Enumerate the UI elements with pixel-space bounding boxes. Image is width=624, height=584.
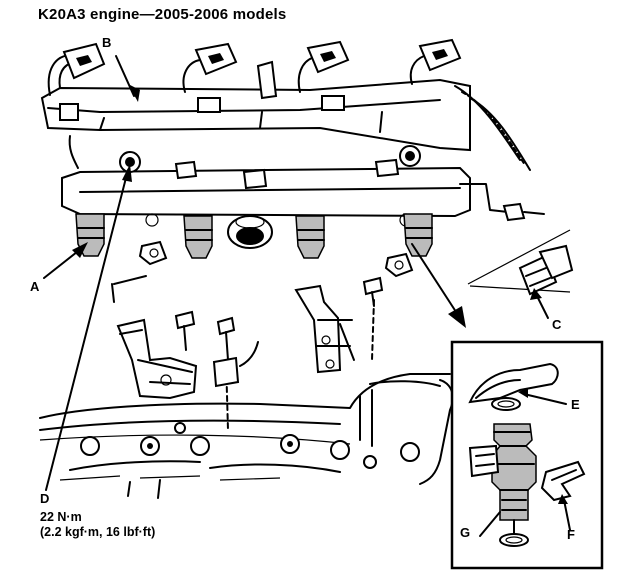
injector-detail-inset <box>450 340 604 570</box>
torque-value: 22 N·m <box>40 510 82 524</box>
harness-brackets <box>116 284 355 400</box>
harness-connectors <box>47 38 531 171</box>
callout-c: C <box>552 317 562 332</box>
callout-g: G <box>460 525 471 540</box>
callout-b: B <box>102 35 112 50</box>
torque-spec: 22 N·m (2.2 kgf·m, 16 lbf·ft) <box>40 510 155 540</box>
diagram-title: K20A3 engine—2005-2006 models <box>38 6 287 23</box>
mounting-hardware <box>111 240 414 431</box>
torque-alt-units: (2.2 kgf·m, 16 lbf·ft) <box>40 525 156 539</box>
callout-leaders <box>43 55 571 537</box>
callout-d: D <box>40 491 50 506</box>
callout-f: F <box>567 527 575 542</box>
fuel-rail <box>61 145 545 227</box>
injector-connector-detail <box>467 229 574 296</box>
callout-a: A <box>30 279 40 294</box>
callout-e: E <box>571 397 580 412</box>
harness-cover <box>40 78 471 152</box>
cylinder-head <box>39 373 454 499</box>
fuel-injectors <box>75 213 433 259</box>
